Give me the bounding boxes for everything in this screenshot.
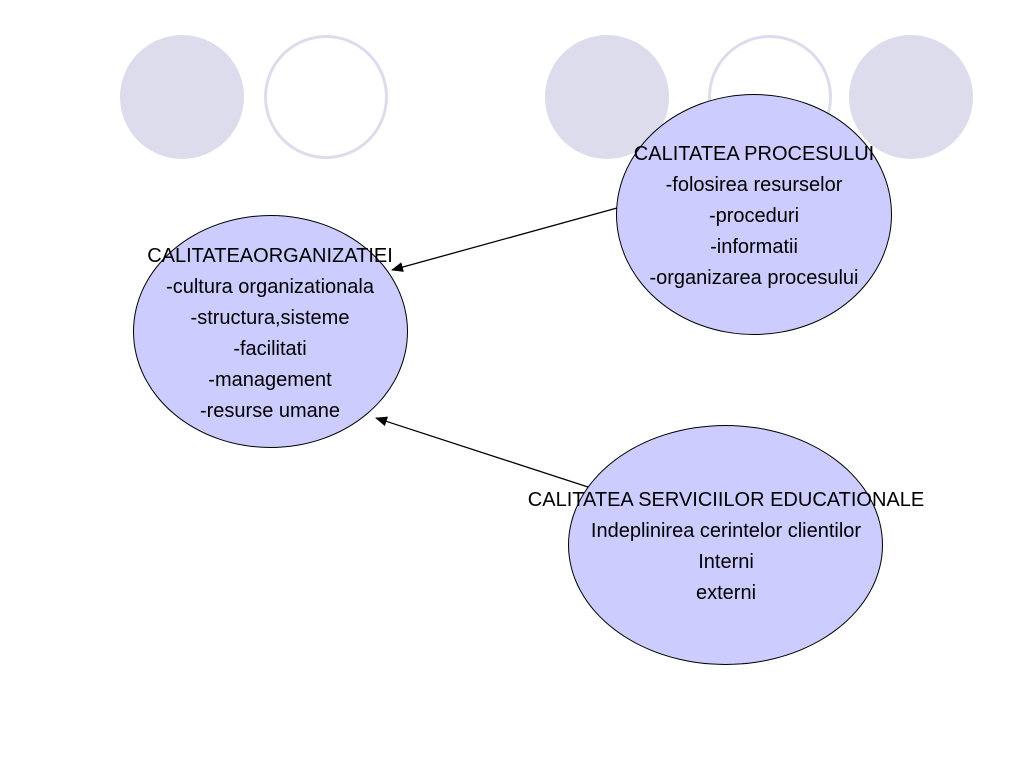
node-item: -cultura organizationala <box>166 276 374 298</box>
node-item: -organizarea procesului <box>649 267 859 289</box>
node-item: Interni <box>698 551 754 573</box>
arrow-proces-to-organizatie <box>391 207 618 272</box>
label-calitatea-organizatiei: CALITATEAORGANIZATIEI -cultura organizat… <box>100 241 440 427</box>
arrow-servicii-to-organizatie <box>375 416 589 488</box>
node-item: -proceduri <box>708 205 800 227</box>
node-item: -informatii <box>710 236 798 258</box>
node-item: -management <box>208 369 332 391</box>
decor-circle-filled-1 <box>120 35 244 159</box>
decor-circle-filled-3 <box>849 35 973 159</box>
label-calitatea-procesului: CALITATEA PROCESULUI -folosirea resursel… <box>574 139 934 294</box>
node-title: CALITATEA PROCESULUI <box>633 143 875 165</box>
node-calitatea-serviciilor <box>568 425 883 665</box>
node-item: externi <box>695 582 757 604</box>
node-item: -structura,sisteme <box>190 307 350 329</box>
node-calitatea-organizatiei <box>133 215 408 448</box>
node-item: -facilitati <box>233 338 307 360</box>
decor-circle-outline-1 <box>264 35 388 159</box>
node-item: -resurse umane <box>199 400 341 422</box>
node-calitatea-procesului <box>616 94 892 335</box>
node-item: -folosirea resurselor <box>665 174 843 196</box>
node-item: Indeplinirea cerintelor clientilor <box>590 520 862 542</box>
node-title: CALITATEA SERVICIILOR EDUCATIONALE <box>527 489 925 511</box>
label-calitatea-serviciilor: CALITATEA SERVICIILOR EDUCATIONALE Indep… <box>456 485 996 609</box>
node-title: CALITATEAORGANIZATIEI <box>147 245 393 267</box>
